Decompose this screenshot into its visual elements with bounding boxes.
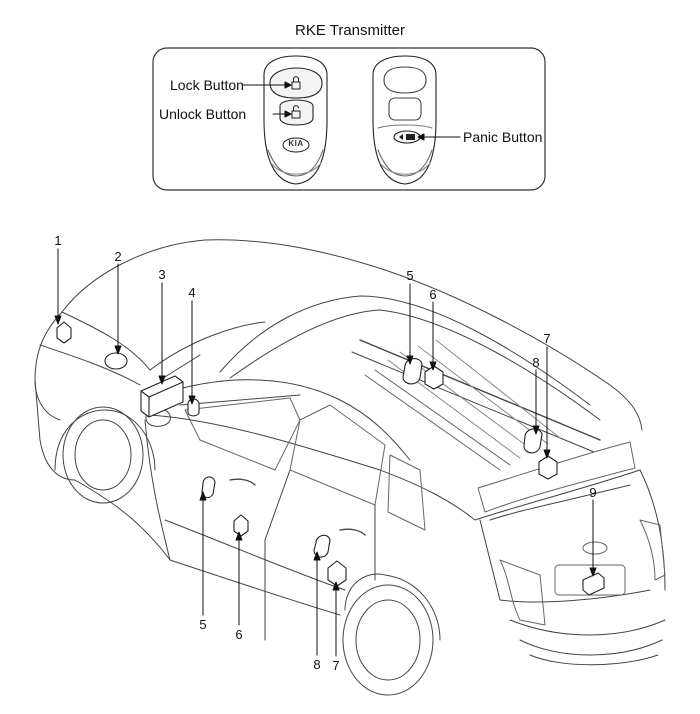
callout-number-9: 9	[589, 485, 597, 500]
key-fob-front	[263, 55, 328, 185]
component-8-roof	[523, 428, 543, 454]
component-1-hexagon	[56, 321, 72, 344]
component-6-front-door	[233, 514, 249, 537]
diagram-title: RKE Transmitter	[294, 22, 406, 39]
callout-number-2: 2	[114, 249, 122, 264]
kia-logo-oval	[282, 137, 310, 153]
kia-logo: KIA	[288, 139, 304, 148]
component-7-rear-door	[327, 560, 347, 587]
callout-number-8-door: 8	[313, 657, 321, 672]
component-6-roof	[424, 365, 444, 390]
component-8-rear-door	[313, 534, 331, 558]
callout-number-8-roof: 8	[532, 355, 540, 370]
callout-number-5-roof: 5	[406, 268, 414, 283]
vehicle-outline	[34, 239, 666, 696]
lock-button-label: Lock Button	[170, 77, 244, 93]
lock-button	[269, 67, 323, 99]
unlock-icon	[291, 105, 301, 119]
callout-number-6-roof: 6	[429, 287, 437, 302]
unlock-button-label: Unlock Button	[159, 106, 247, 122]
panic-button-label: Panic Button	[463, 129, 543, 145]
callout-number-3: 3	[158, 267, 166, 282]
component-5-roof	[402, 358, 423, 385]
callout-number-7-door: 7	[332, 658, 340, 673]
component-9-tailgate	[582, 572, 605, 596]
rke-panel-frame	[152, 47, 546, 191]
fob-leader-lines	[241, 81, 461, 141]
callout-number-5-door: 5	[199, 617, 207, 632]
unlock-button	[279, 99, 314, 126]
vehicle-components	[56, 321, 605, 596]
component-2-oval	[104, 352, 128, 370]
callout-number-1: 1	[54, 233, 62, 248]
panic-icon	[399, 134, 415, 140]
callout-number-6-door: 6	[235, 627, 243, 642]
component-4-cylinder	[187, 398, 200, 417]
callout-leaders	[54, 248, 597, 657]
callout-number-4: 4	[188, 285, 196, 300]
key-fob-back	[372, 55, 437, 185]
lock-icon	[291, 76, 301, 90]
component-7-roof	[538, 455, 558, 480]
callout-number-7-roof: 7	[543, 331, 551, 346]
